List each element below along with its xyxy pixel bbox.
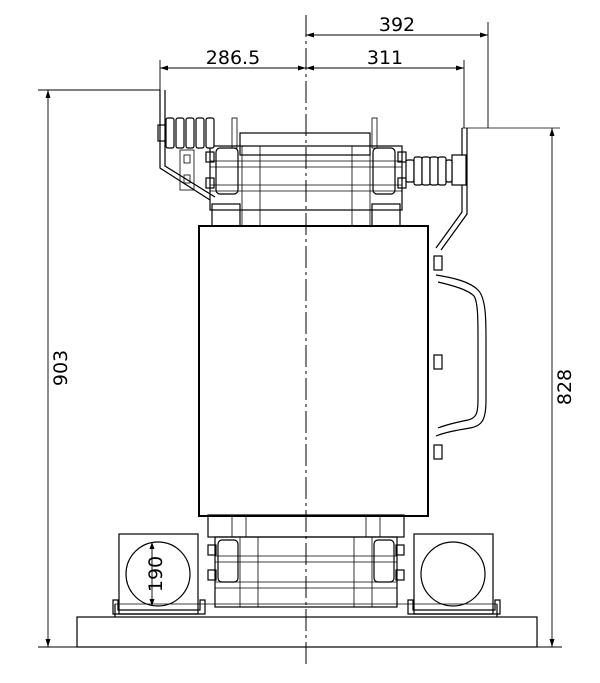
- dim-392-label: 392: [379, 14, 415, 36]
- left-wheel: [112, 533, 206, 615]
- dim-right-height: 828: [537, 128, 576, 648]
- dim-left-height: 903: [38, 89, 160, 648]
- dim-wheel-diameter: 190: [145, 542, 167, 606]
- dim-top-width: 392: [306, 14, 489, 128]
- upper-frame: [205, 117, 407, 227]
- coil-body: [198, 225, 429, 517]
- dim-286-label: 286.5: [206, 47, 260, 69]
- base-plate: [76, 616, 538, 648]
- dim-right-width: 311: [306, 47, 465, 128]
- dim-left-width: 286.5: [159, 47, 306, 95]
- right-wheel: [407, 533, 501, 615]
- dim-828-label: 828: [554, 369, 576, 405]
- left-terminal: [157, 90, 216, 201]
- right-terminal: [405, 127, 560, 251]
- side-cable: [433, 255, 487, 460]
- dim-311-label: 311: [367, 47, 403, 69]
- dim-903-label: 903: [50, 350, 72, 386]
- dim-190-label: 190: [145, 556, 167, 592]
